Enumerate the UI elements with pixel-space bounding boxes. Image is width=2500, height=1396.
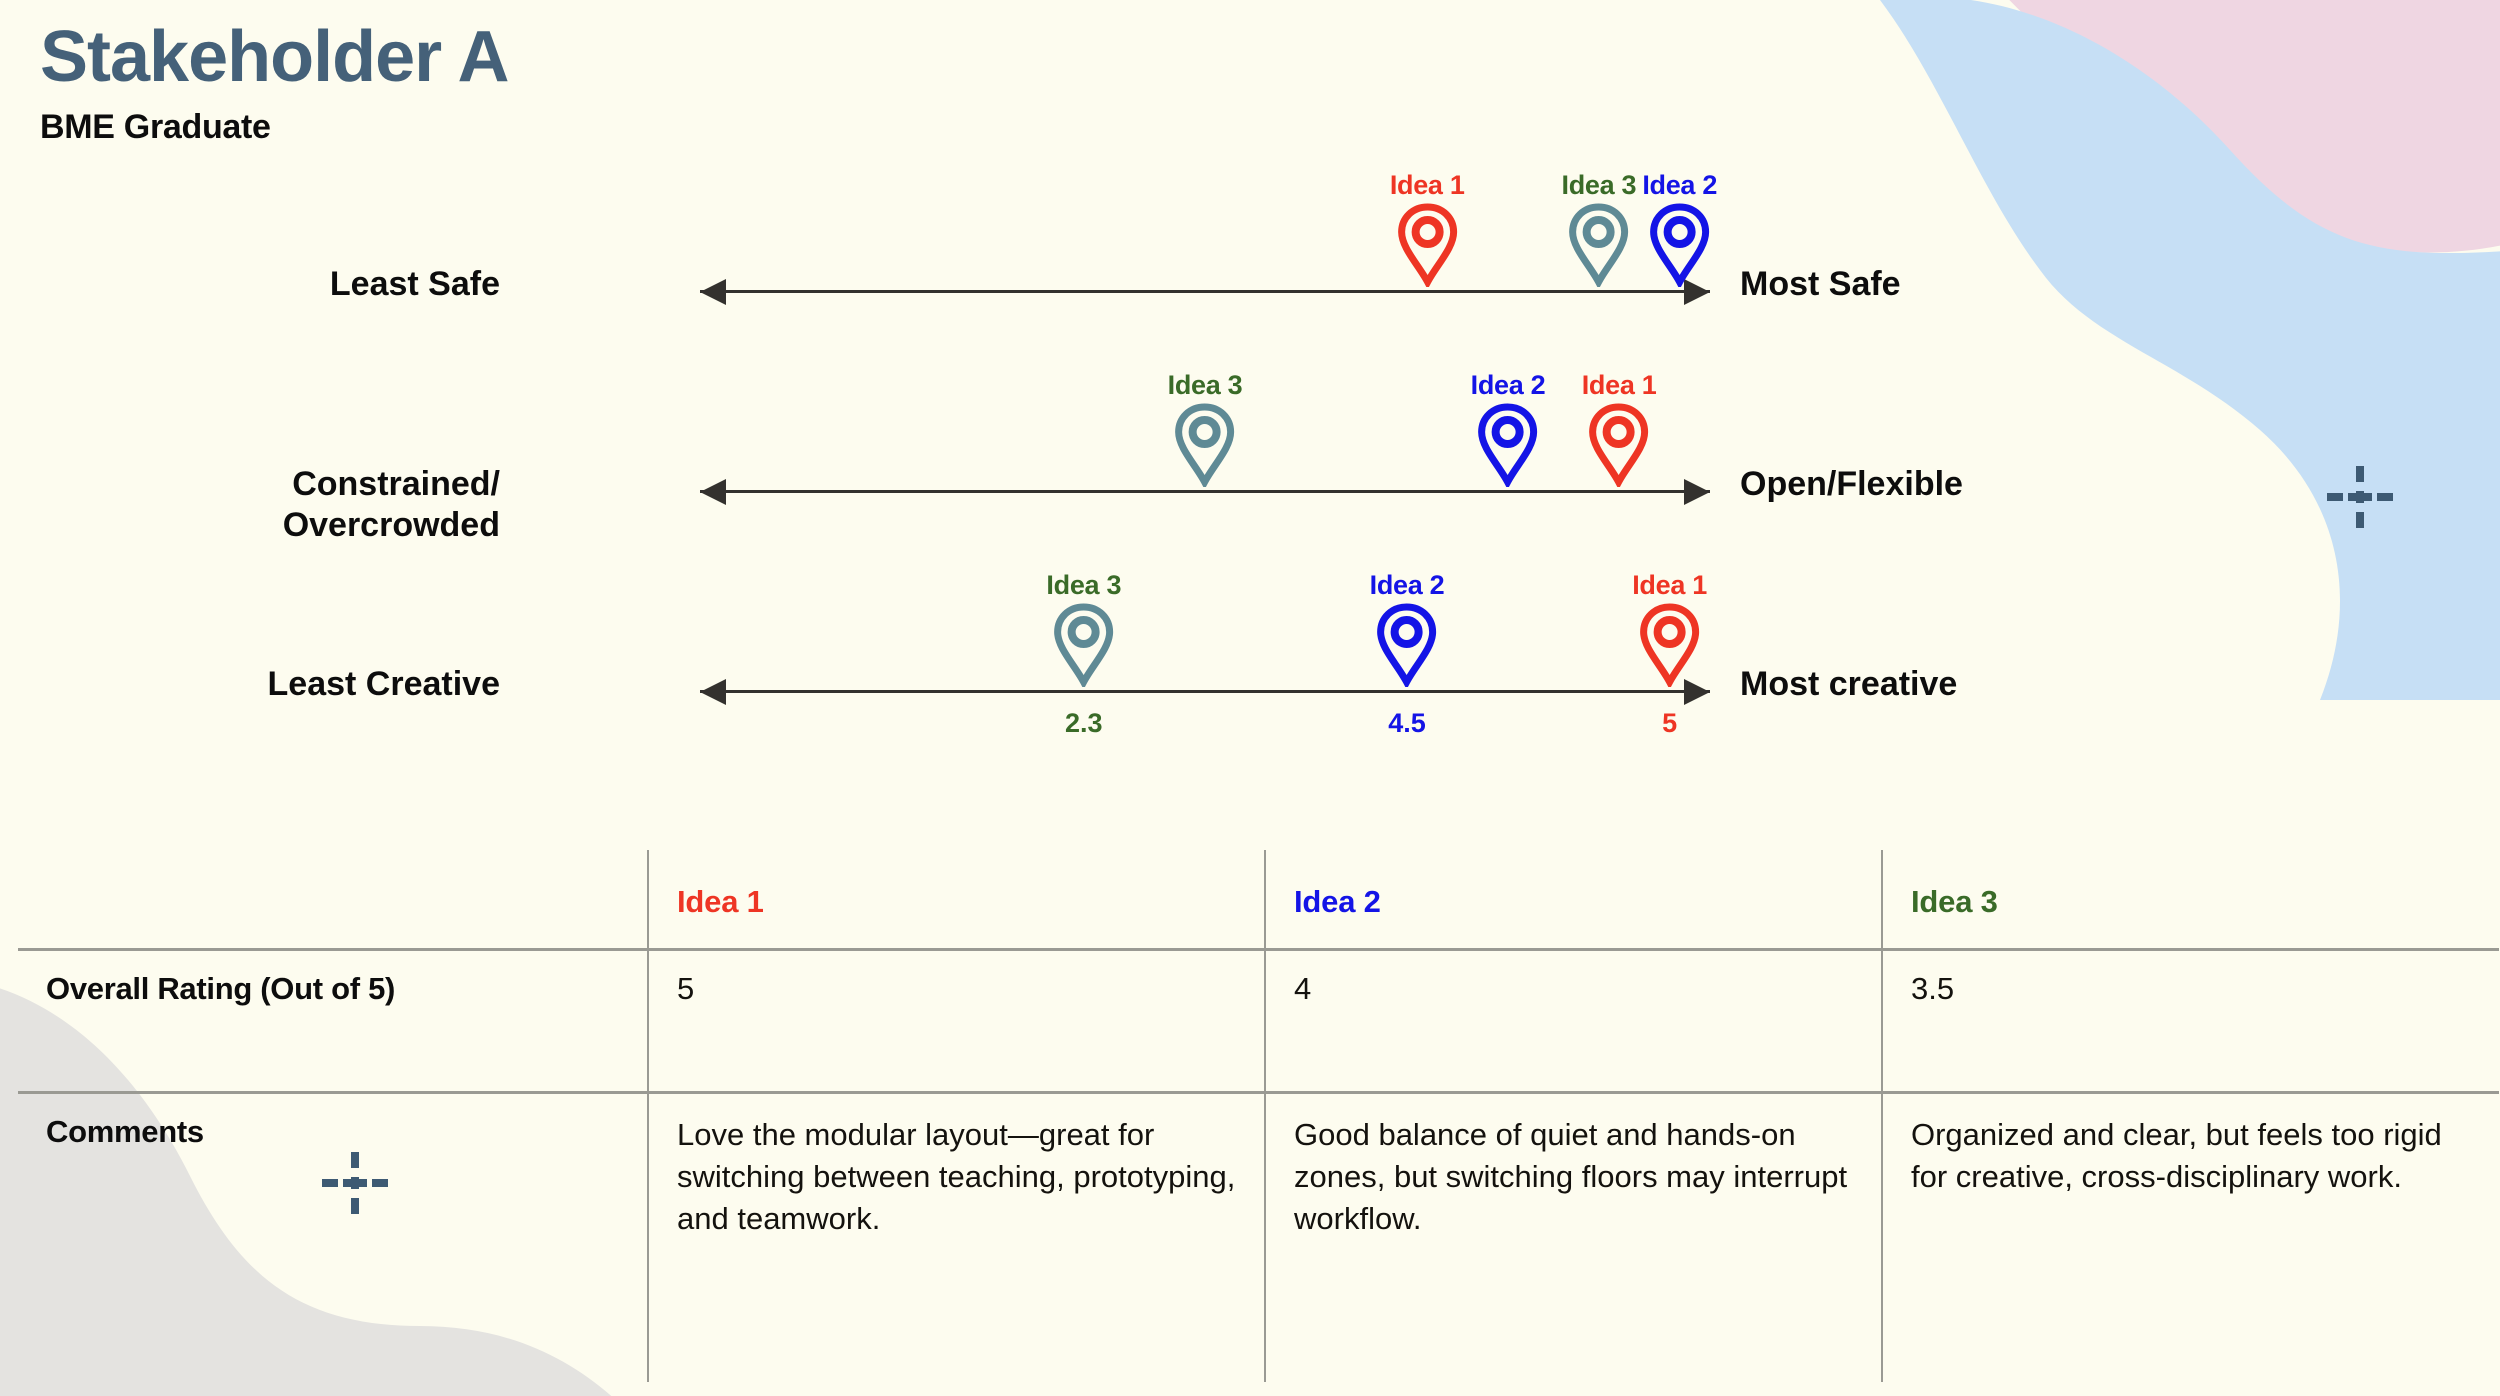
cell-comment-idea-3: Organized and clear, but feels too rigid…: [1881, 1091, 2499, 1382]
pin-value: 4.5: [1388, 708, 1426, 738]
scale-right-label-openness: Open/Flexible: [1740, 465, 1963, 503]
map-pin-icon: [1640, 603, 1700, 687]
scale-point-safety-idea-3[interactable]: Idea 3: [1562, 170, 1637, 287]
row-label-overall-rating: Overall Rating (Out of 5): [18, 948, 648, 1093]
evaluation-table: Idea 1 Idea 2 Idea 3 Overall Rating (Out…: [18, 850, 2499, 1382]
map-pin-icon: [1377, 603, 1437, 687]
crosshair-marker-icon: [2327, 466, 2393, 528]
map-pin-icon: [1175, 403, 1235, 487]
scale-right-label-safety: Most Safe: [1740, 265, 1901, 303]
table-header-blank: [18, 850, 648, 950]
pin-label: Idea 3: [1561, 170, 1637, 200]
scale-point-creativity-idea-1[interactable]: Idea 1: [1632, 570, 1707, 687]
map-pin-icon: [1478, 403, 1538, 487]
axis-line-creativity: [700, 690, 1710, 693]
axis-arrow-right-icon: [1684, 679, 1710, 705]
scale-value-creativity-idea-3: 2.3: [1065, 704, 1103, 739]
scale-point-safety-idea-1[interactable]: Idea 1: [1390, 170, 1465, 287]
pin-label: Idea 2: [1369, 570, 1445, 600]
axis-arrow-right-icon: [1684, 279, 1710, 305]
map-pin-icon: [1569, 203, 1629, 287]
scale-point-openness-idea-2[interactable]: Idea 2: [1471, 370, 1546, 487]
cell-rating-idea-2: 4: [1264, 948, 1882, 1093]
page-title: Stakeholder A: [40, 17, 509, 97]
pin-label: Idea 2: [1470, 370, 1546, 400]
cell-comment-idea-2: Good balance of quiet and hands-on zones…: [1264, 1091, 1882, 1382]
table-header-idea-3: Idea 3: [1881, 850, 2499, 950]
pin-value: 2.3: [1065, 708, 1103, 738]
axis-line-safety: [700, 290, 1710, 293]
scale-left-label-creativity: Least Creative: [267, 665, 500, 703]
scale-left-label-openness: Constrained/ Overcrowded: [282, 465, 500, 545]
pin-label: Idea 3: [1046, 570, 1122, 600]
axis-arrow-left-icon: [700, 479, 726, 505]
pin-label: Idea 1: [1581, 370, 1657, 400]
axis-arrow-left-icon: [700, 279, 726, 305]
pin-label: Idea 1: [1389, 170, 1465, 200]
axis-arrow-right-icon: [1684, 479, 1710, 505]
cell-rating-idea-3: 3.5: [1881, 948, 2499, 1093]
scale-value-creativity-idea-1: 5: [1662, 704, 1677, 739]
scale-point-openness-idea-3[interactable]: Idea 3: [1168, 370, 1243, 487]
scale-right-label-creativity: Most creative: [1740, 665, 1958, 703]
cell-rating-idea-1: 5: [647, 948, 1265, 1093]
header-block: Stakeholder A BME Graduate: [40, 17, 509, 147]
axis-arrow-left-icon: [700, 679, 726, 705]
scale-row-openness: Constrained/ Overcrowded Open/Flexible Ide…: [0, 370, 2500, 570]
scale-point-openness-idea-1[interactable]: Idea 1: [1582, 370, 1657, 487]
scale-point-safety-idea-2[interactable]: Idea 2: [1642, 170, 1717, 287]
scale-row-creativity: Least Creative Most creative Idea 3 2.3 Idea…: [0, 570, 2500, 770]
table-row: Overall Rating (Out of 5) 5 4 3.5: [18, 948, 2499, 1093]
pin-value: 5: [1662, 708, 1678, 738]
map-pin-icon: [1054, 603, 1114, 687]
pin-label: Idea 2: [1642, 170, 1718, 200]
scale-left-label-safety: Least Safe: [329, 265, 500, 303]
table-header-row: Idea 1 Idea 2 Idea 3: [18, 850, 2499, 950]
scale-value-creativity-idea-2: 4.5: [1388, 704, 1426, 739]
scale-point-creativity-idea-2[interactable]: Idea 2: [1370, 570, 1445, 687]
scale-point-creativity-idea-3[interactable]: Idea 3: [1046, 570, 1121, 687]
axis-line-openness: [700, 490, 1710, 493]
page-subtitle: BME Graduate: [40, 107, 271, 146]
table-row: Comments Love the modular layout—great f…: [18, 1091, 2499, 1382]
row-label-comments: Comments: [18, 1091, 648, 1382]
table-header-idea-1: Idea 1: [647, 850, 1265, 950]
map-pin-icon: [1397, 203, 1457, 287]
pin-label: Idea 1: [1632, 570, 1707, 600]
map-pin-icon: [1650, 203, 1710, 287]
pin-label: Idea 3: [1167, 370, 1243, 400]
table-header-idea-2: Idea 2: [1264, 850, 1882, 950]
map-pin-icon: [1589, 403, 1649, 487]
cell-comment-idea-1: Love the modular layout—great for switch…: [647, 1091, 1265, 1382]
